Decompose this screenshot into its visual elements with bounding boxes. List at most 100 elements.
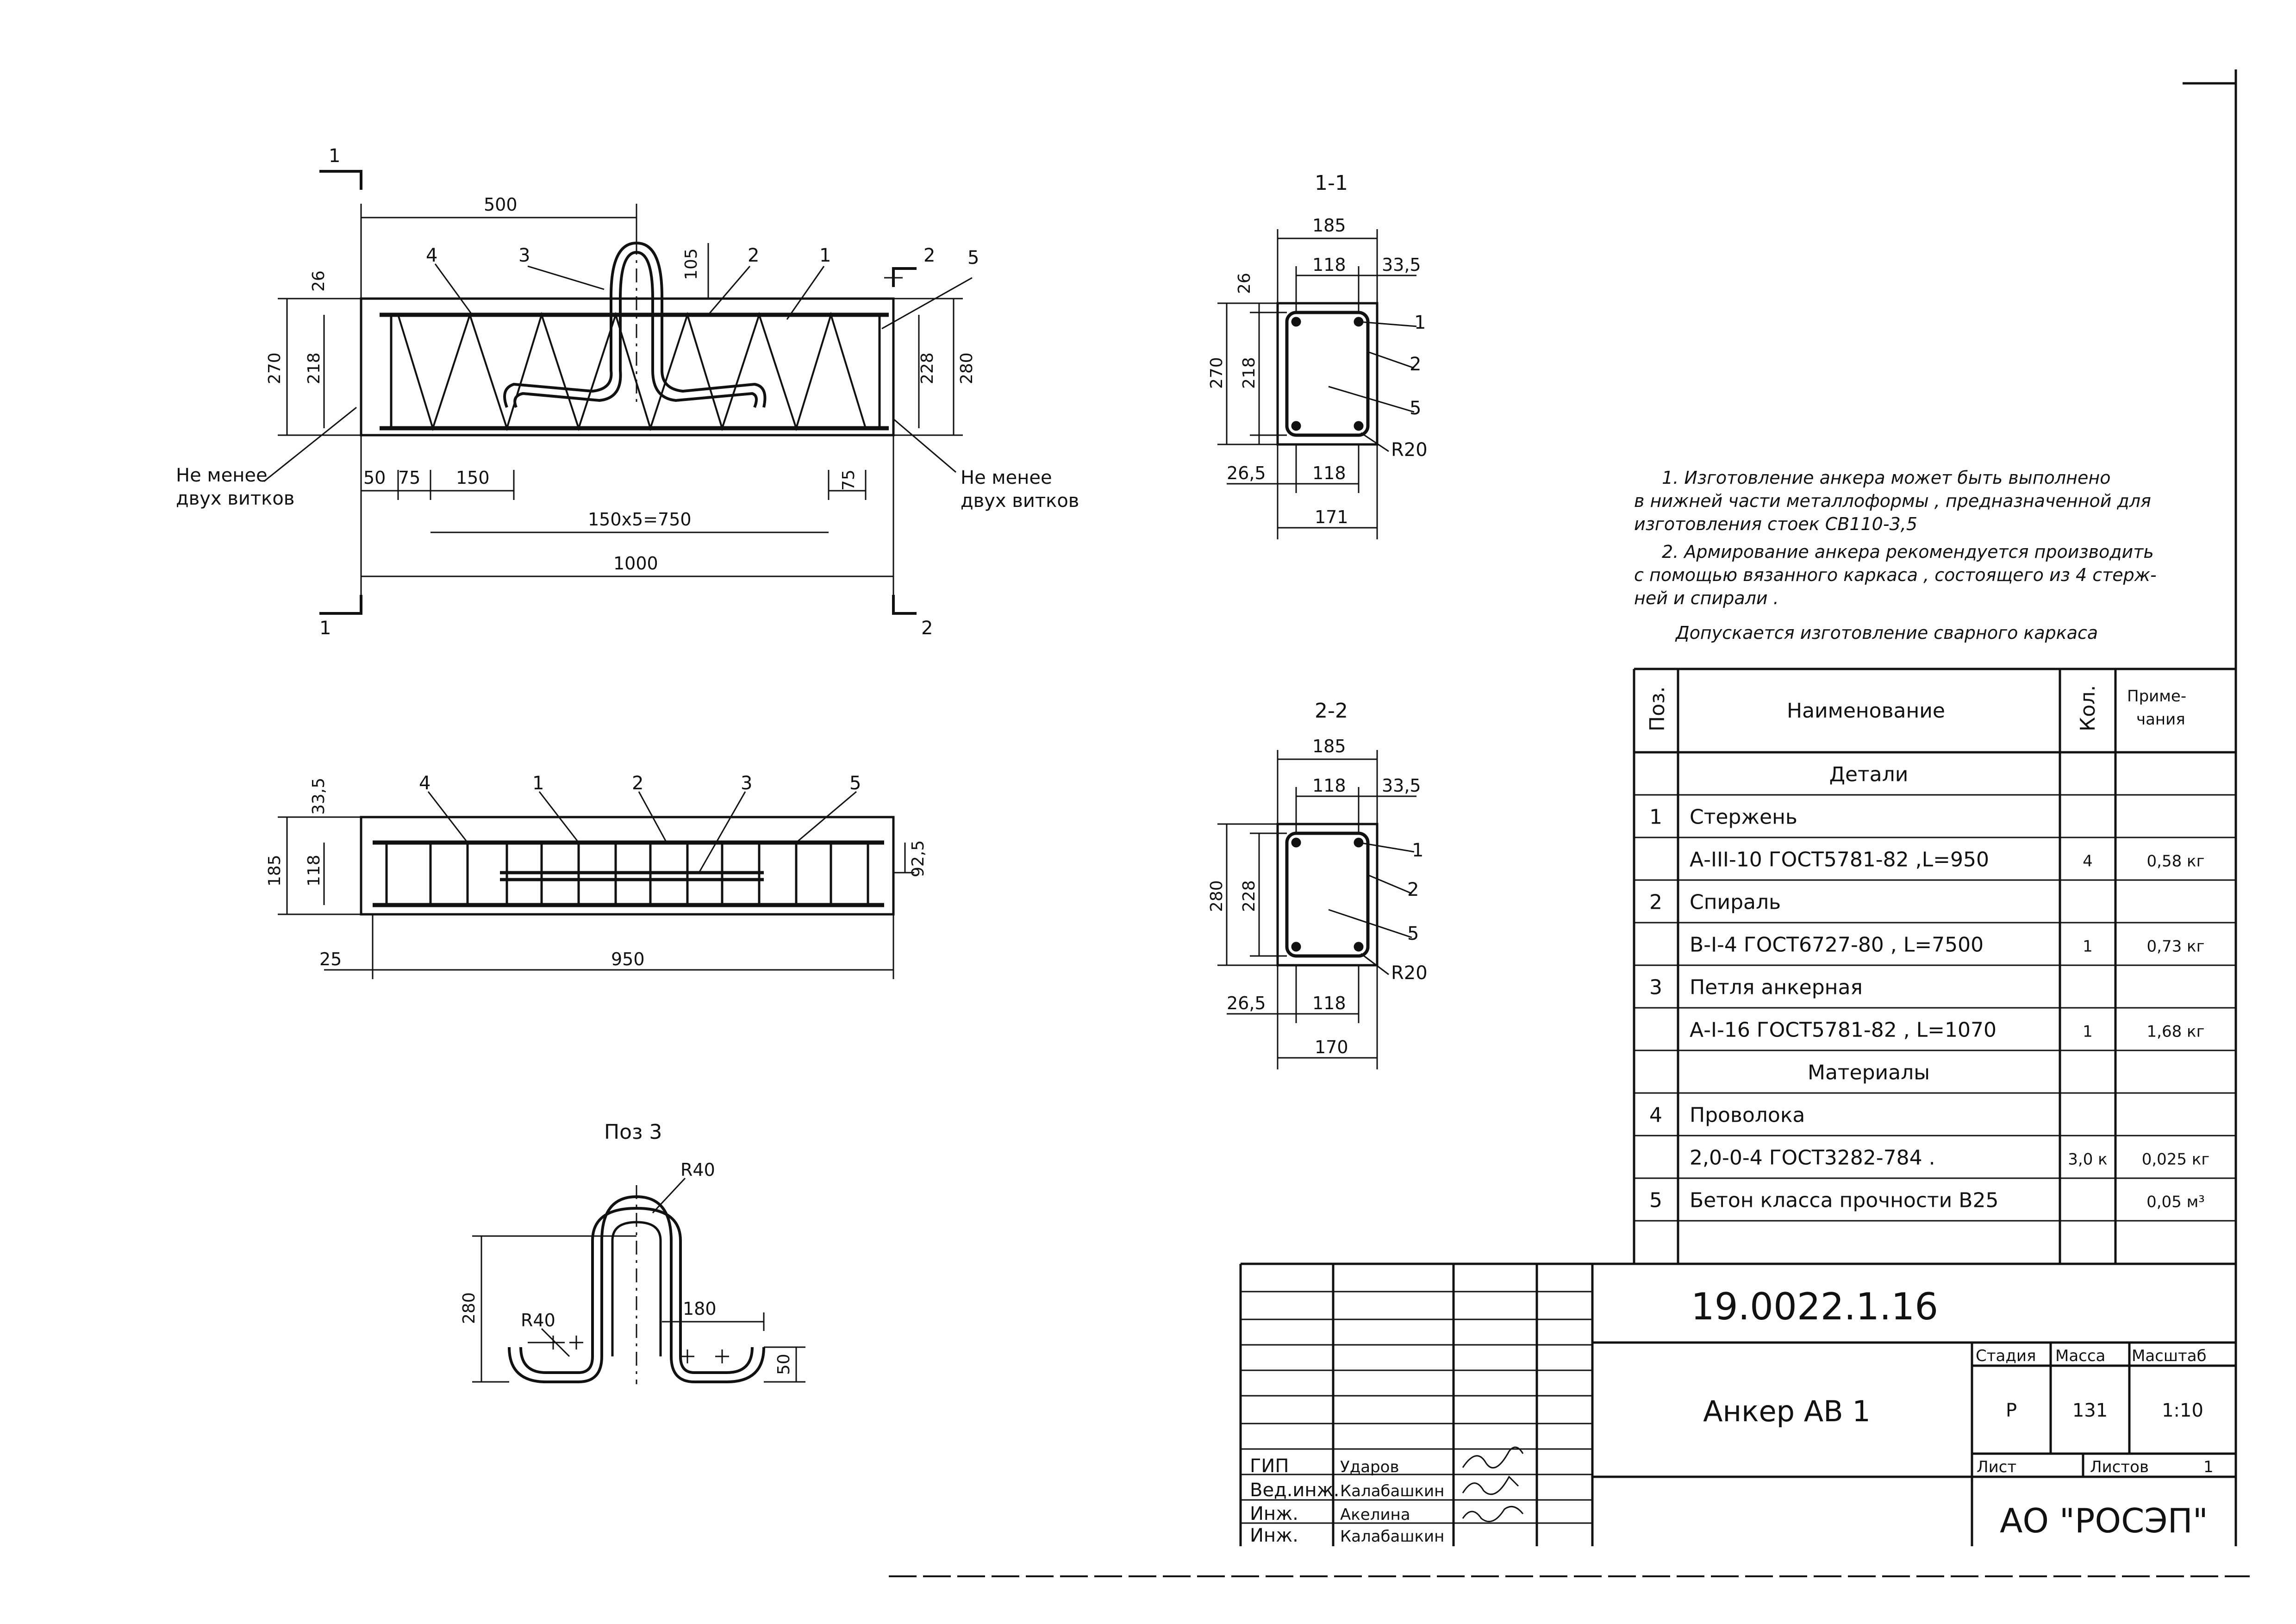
- dim-150x5: 150x5=750: [588, 509, 692, 530]
- signatures: [1462, 1446, 1524, 1523]
- plan-dim-185: 185: [265, 855, 284, 887]
- spec-cell-note: 0,05 м³: [2146, 1193, 2205, 1212]
- dim-75: 75: [398, 468, 420, 488]
- tb-signer-role: Инж.: [1250, 1525, 1298, 1546]
- note-1-line-2: в нижней части металлоформы , предназнач…: [1634, 491, 2151, 511]
- spec-cell-name: Петля анкерная: [1690, 976, 1863, 999]
- spec-cell-name: А-I-16 ГОСТ5781-82 , L=1070: [1690, 1018, 1997, 1042]
- spec-cell-note: 0,025 кг: [2142, 1150, 2210, 1169]
- tb-signer-role: ГИП: [1250, 1455, 1289, 1477]
- spec-cell-name: В-I-4 ГОСТ6727-80 , L=7500: [1690, 933, 1984, 957]
- spec-cell-name: Спираль: [1690, 891, 1781, 914]
- poz3-r40-top: R40: [680, 1160, 715, 1180]
- spec-cell-qty: 3,0 к: [2068, 1150, 2107, 1169]
- s11-dim-118b: 118: [1312, 463, 1346, 483]
- spec-cell-pos: 3: [1649, 976, 1662, 999]
- dim-1000: 1000: [613, 553, 658, 574]
- s11-dim-185: 185: [1312, 215, 1346, 236]
- dim-26: 26: [309, 270, 328, 292]
- dim-280: 280: [957, 352, 976, 384]
- spec-cell-qty: 4: [2083, 852, 2093, 871]
- tb-organization: АО "РОСЭП": [2000, 1501, 2208, 1540]
- spec-cell-name: Детали: [1829, 763, 1909, 787]
- tb-signer-role: Вед.инж.: [1250, 1480, 1339, 1501]
- plan-dim-118: 118: [305, 855, 324, 887]
- plan-pos-3: 3: [741, 773, 752, 794]
- s11-dim-26-5: 26,5: [1227, 463, 1266, 483]
- s11-dim-171: 171: [1315, 507, 1348, 527]
- spec-cell-name: Материалы: [1808, 1061, 1930, 1085]
- spec-header-pos: Поз.: [1646, 687, 1669, 731]
- plan-pos-1: 1: [532, 773, 544, 794]
- general-notes: 1. Изготовление анкера может быть выполн…: [1634, 468, 2157, 643]
- s11-dim-218: 218: [1240, 357, 1259, 389]
- poz3-dim-50: 50: [774, 1354, 793, 1375]
- note-2-line-1: 2. Армирование анкера рекомендуется прои…: [1662, 542, 2154, 562]
- note-2-line-2: с помощью вязанного каркаса , состоящего…: [1634, 565, 2157, 585]
- poz3-dim-280: 280: [460, 1292, 479, 1324]
- tb-signer-name: Ударов: [1340, 1458, 1399, 1476]
- spec-table: Поз. Наименование Кол. Приме- чания Дета…: [1633, 668, 2236, 1264]
- plan-pos-2: 2: [632, 773, 643, 794]
- s11-dim-26: 26: [1235, 273, 1254, 294]
- tb-document-name: Анкер АВ 1: [1703, 1394, 1871, 1428]
- spec-cell-note: 0,73 кг: [2147, 937, 2205, 956]
- dim-270: 270: [265, 352, 284, 384]
- s11-dim-118: 118: [1312, 255, 1346, 275]
- tb-stage-header: Стадия: [1976, 1347, 2036, 1365]
- section-2-2: 2-2: [1207, 699, 1428, 1069]
- spec-cell-name: Стержень: [1690, 806, 1797, 829]
- s22-dim-170: 170: [1315, 1037, 1348, 1057]
- spec-cell-qty: 1: [2083, 1023, 2093, 1041]
- dim-105: 105: [682, 248, 701, 280]
- section-1-1: 1-1: [1207, 171, 1428, 539]
- tb-scale-header: Масштаб: [2132, 1347, 2207, 1365]
- section-2-2-title: 2-2: [1315, 699, 1348, 723]
- s22-dim-280: 280: [1207, 880, 1226, 912]
- poz3-dim-180: 180: [683, 1299, 717, 1319]
- section-mark-bottom: 1: [319, 618, 331, 639]
- plan-dim-25: 25: [319, 949, 342, 969]
- s22-dim-118: 118: [1312, 775, 1346, 796]
- plan-dim-950: 950: [611, 949, 645, 969]
- tb-mass-header: Масса: [2055, 1347, 2105, 1365]
- dim-75-right: 75: [839, 469, 858, 491]
- s11-dim-270: 270: [1207, 357, 1226, 389]
- spec-cell-name: Проволока: [1690, 1104, 1805, 1127]
- poz3-detail: Поз 3 R40 R: [460, 1120, 805, 1384]
- spec-header-qty: Кол.: [2076, 685, 2100, 731]
- elev-pos-5: 5: [967, 247, 979, 269]
- elev-pos-3: 3: [518, 245, 530, 266]
- s22-pos-1: 1: [1412, 840, 1423, 861]
- note-min-turns-right-2: двух витков: [961, 490, 1079, 512]
- tb-signer-name: Калабашкин: [1340, 1482, 1444, 1500]
- spec-header-note-1: Приме-: [2127, 687, 2186, 706]
- s22-pos-5: 5: [1407, 923, 1419, 944]
- spec-header-name: Наименование: [1787, 699, 1945, 723]
- s22-dim-33-5: 33,5: [1382, 775, 1421, 796]
- dim-228: 228: [918, 352, 937, 384]
- spec-header-note-2: чания: [2136, 710, 2185, 729]
- dim-150: 150: [456, 468, 490, 488]
- spec-cell-name: А-III-10 ГОСТ5781-82 ,L=950: [1690, 848, 1989, 872]
- tb-sheets: 1: [2203, 1458, 2214, 1476]
- note-3: Допускается изготовление сварного каркас…: [1675, 623, 2098, 643]
- spec-cell-pos: 4: [1649, 1104, 1662, 1127]
- s11-pos-2: 2: [1410, 354, 1421, 375]
- note-min-turns-left-2: двух витков: [176, 488, 294, 509]
- s11-pos-1: 1: [1414, 312, 1426, 333]
- plan-pos-4: 4: [419, 773, 430, 794]
- note-1-line-1: 1. Изготовление анкера может быть выполн…: [1662, 468, 2110, 488]
- s11-dim-33-5: 33,5: [1382, 255, 1421, 275]
- spec-cell-qty: 1: [2083, 937, 2093, 956]
- plan-pos-5: 5: [849, 773, 861, 794]
- note-min-turns-right-1: Не менее: [961, 467, 1052, 488]
- tb-scale: 1:10: [2162, 1400, 2203, 1421]
- dim-218: 218: [305, 352, 324, 384]
- s22-dim-228: 228: [1240, 880, 1259, 912]
- elevation-view: 1 1 2: [176, 145, 1079, 639]
- tb-signer-role: Инж.: [1250, 1503, 1298, 1524]
- tb-sheets-header: Листов: [2090, 1458, 2149, 1476]
- note-min-turns-left-1: Не менее: [176, 465, 268, 486]
- s11-r20: R20: [1391, 439, 1428, 461]
